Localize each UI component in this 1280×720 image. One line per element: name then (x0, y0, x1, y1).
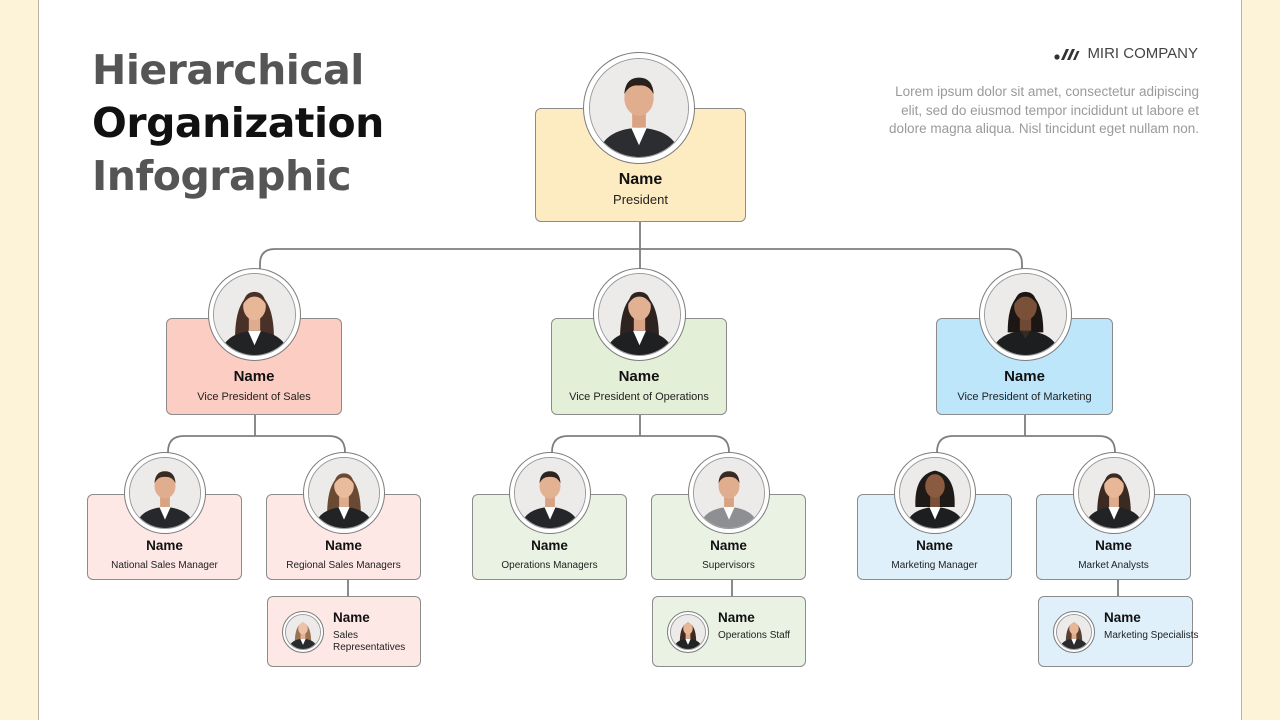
manager-card-market-analysts: Name Market Analysts (1036, 494, 1191, 580)
manager-name: Name (916, 538, 953, 553)
staff-avatar (1053, 611, 1095, 653)
person-photo-icon (214, 274, 295, 355)
staff-role: Sales Representatives (333, 630, 406, 653)
manager-name: Name (710, 538, 747, 553)
staff-avatar (667, 611, 709, 653)
staff-role: Operations Staff (718, 630, 791, 641)
staff-avatar (282, 611, 324, 653)
manager-avatar (509, 452, 591, 534)
manager-role: Operations Managers (501, 560, 598, 571)
person-photo-icon (286, 615, 320, 649)
vp-sales-avatar (208, 268, 301, 361)
title-line-2: Organization (92, 99, 384, 147)
person-photo-icon (515, 458, 585, 528)
brand: MIRI COMPANY (1054, 45, 1198, 62)
description-text: Lorem ipsum dolor sit amet, consectetur … (889, 84, 1199, 136)
president-avatar (583, 52, 695, 164)
manager-role: Supervisors (702, 560, 755, 571)
manager-name: Name (1095, 538, 1132, 553)
manager-avatar (303, 452, 385, 534)
company-name: MIRI COMPANY (1087, 45, 1198, 62)
staff-name: Name (1104, 610, 1141, 625)
vp-sales-name: Name (233, 368, 275, 385)
person-photo-icon (590, 59, 688, 157)
page-title: Hierarchical Organization Infographic (92, 44, 384, 203)
person-photo-icon (900, 458, 970, 528)
miri-logo-icon (1054, 48, 1080, 60)
manager-role: Regional Sales Managers (286, 560, 401, 571)
person-photo-icon (671, 615, 705, 649)
manager-name: Name (146, 538, 183, 553)
person-photo-icon (130, 458, 200, 528)
president-name: Name (618, 171, 663, 188)
staff-card-marketing-specialists: Name Marketing Specialists (1038, 596, 1198, 667)
staff-role: Marketing Specialists (1104, 630, 1199, 641)
person-photo-icon (309, 458, 379, 528)
manager-role: Marketing Manager (891, 560, 978, 571)
title-line-1: Hierarchical (92, 46, 364, 94)
person-photo-icon (1057, 615, 1091, 649)
manager-name: Name (531, 538, 568, 553)
staff-name: Name (718, 610, 755, 625)
staff-name: Name (333, 610, 370, 625)
vp-operations-name: Name (618, 368, 660, 385)
vp-operations-avatar (593, 268, 686, 361)
person-photo-icon (1079, 458, 1149, 528)
manager-avatar (1073, 452, 1155, 534)
manager-avatar (894, 452, 976, 534)
manager-role: Market Analysts (1078, 560, 1149, 571)
manager-role: National Sales Manager (111, 560, 218, 571)
staff-card-operations-staff: Name Operations Staff (652, 596, 806, 667)
title-line-3: Infographic (92, 152, 352, 200)
vp-marketing-role: Vice President of Marketing (957, 391, 1092, 403)
staff-card-sales-representatives: Name Sales Representatives (267, 596, 421, 667)
person-photo-icon (694, 458, 764, 528)
manager-avatar (688, 452, 770, 534)
president-role: President (613, 192, 668, 207)
vp-marketing-name: Name (1004, 368, 1045, 385)
vp-sales-role: Vice President of Sales (197, 391, 311, 403)
vp-operations-role: Vice President of Operations (569, 391, 709, 403)
person-photo-icon (985, 274, 1066, 355)
manager-name: Name (325, 538, 362, 553)
person-photo-icon (599, 274, 680, 355)
manager-avatar (124, 452, 206, 534)
vp-marketing-avatar (979, 268, 1072, 361)
